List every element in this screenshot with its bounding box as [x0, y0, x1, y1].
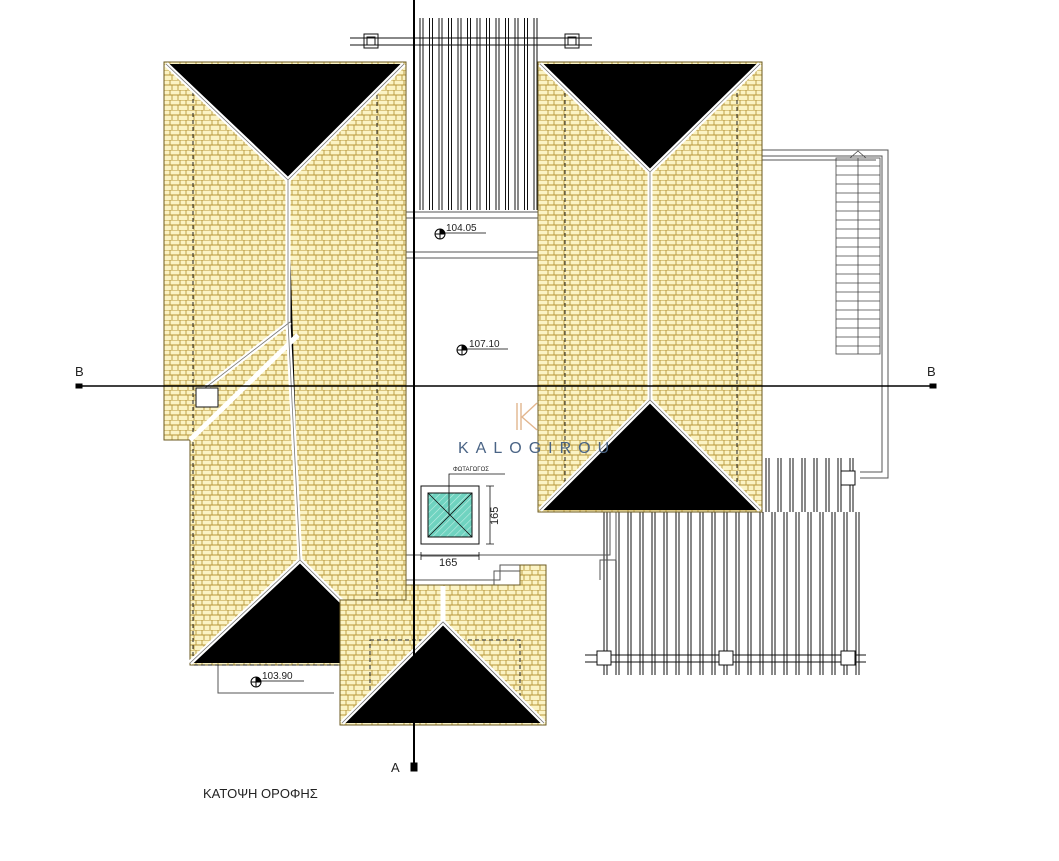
- top-pergola: [350, 18, 592, 210]
- watermark-brand: KALOGIROU: [458, 440, 616, 457]
- skylight-width-dim: 165: [439, 557, 457, 569]
- svg-text:104.05: 104.05: [446, 223, 477, 234]
- right-roof: [537, 61, 763, 513]
- elevation-marker: 107.10: [456, 339, 508, 356]
- skylight-height-dim: 165: [489, 507, 501, 525]
- watermark: KALOGIROU: [458, 402, 616, 457]
- elevation-marker: 104.05: [434, 223, 486, 240]
- bottom-pergola: [585, 458, 866, 675]
- elevation-marker: 103.90: [250, 671, 304, 688]
- stairs: [835, 150, 881, 355]
- drawing-title: ΚΑΤΟΨΗ ΟΡΟΦΗΣ: [203, 786, 318, 801]
- svg-text:107.10: 107.10: [469, 339, 500, 350]
- section-b-right-label: B: [927, 364, 936, 379]
- skylight-label: ΦΩΤΑΓΩΓΟΣ: [453, 467, 489, 473]
- section-b-left-label: B: [75, 364, 84, 379]
- section-lines: [75, 0, 937, 772]
- lower-center-roof: [339, 564, 547, 726]
- section-a-label: A: [391, 760, 400, 775]
- svg-text:103.90: 103.90: [262, 671, 293, 682]
- left-roof: [163, 61, 407, 666]
- skylight: ΦΩΤΑΓΩΓΟΣ 165 165: [420, 467, 505, 569]
